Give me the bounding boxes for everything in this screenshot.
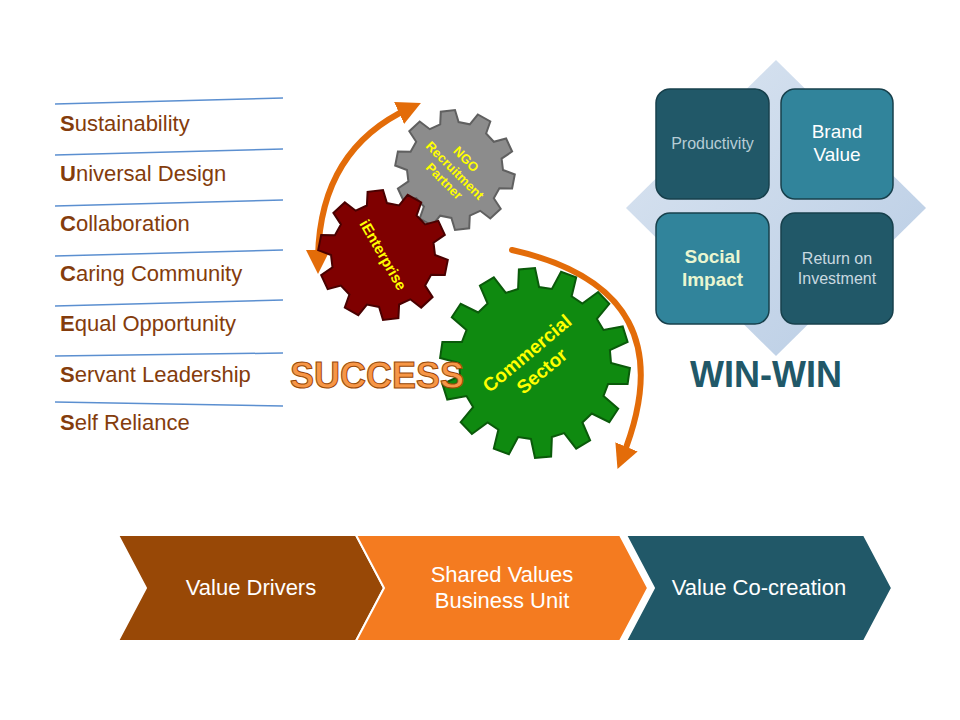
value-item: Self Reliance bbox=[60, 410, 190, 436]
value-item: Collaboration bbox=[60, 211, 190, 237]
node-text: Value Co-creation bbox=[672, 575, 846, 601]
background-diamond bbox=[626, 60, 926, 356]
chevron-shape bbox=[626, 535, 892, 641]
gear-outline bbox=[440, 268, 630, 458]
value-item: Servant Leadership bbox=[60, 362, 251, 388]
value-item: Caring Community bbox=[60, 261, 242, 287]
underline-rules bbox=[55, 98, 283, 406]
gear-node: Commercial Sector bbox=[440, 268, 630, 458]
chevron-step: Value Drivers bbox=[118, 535, 384, 641]
value-tile: Productivity bbox=[655, 88, 770, 200]
node-text: Return on Investment bbox=[788, 249, 886, 287]
tile-box bbox=[656, 213, 769, 324]
node-text: Shared Values Business Unit bbox=[396, 562, 608, 615]
node-text: Social Impact bbox=[663, 246, 762, 292]
value-item: Equal Opportunity bbox=[60, 311, 236, 337]
win-win-word: WIN-WIN bbox=[690, 354, 842, 396]
node-text: Brand Value bbox=[788, 121, 886, 167]
tile-box bbox=[781, 89, 893, 199]
gear-outline bbox=[318, 190, 448, 320]
node-text: Productivity bbox=[671, 134, 754, 153]
chevron-shape bbox=[356, 535, 648, 641]
node-text: Value Drivers bbox=[186, 575, 316, 601]
value-tile: Return on Investment bbox=[780, 212, 894, 325]
tile-box bbox=[656, 89, 769, 199]
value-item: Universal Design bbox=[60, 161, 226, 187]
node-shape bbox=[780, 212, 894, 325]
value-item: Sustainability bbox=[60, 111, 190, 137]
cycle-arrows bbox=[318, 108, 641, 458]
success-word: SUCCESS bbox=[290, 355, 464, 397]
chevron-step: Shared Values Business Unit bbox=[356, 535, 648, 641]
tile-box bbox=[781, 213, 893, 324]
chevron-step: Value Co-creation bbox=[626, 535, 892, 641]
value-tile: Social Impact bbox=[655, 212, 770, 325]
gear-node: iEnterprise bbox=[318, 190, 448, 320]
chevron-shape bbox=[118, 535, 384, 641]
value-tile: Brand Value bbox=[780, 88, 894, 200]
